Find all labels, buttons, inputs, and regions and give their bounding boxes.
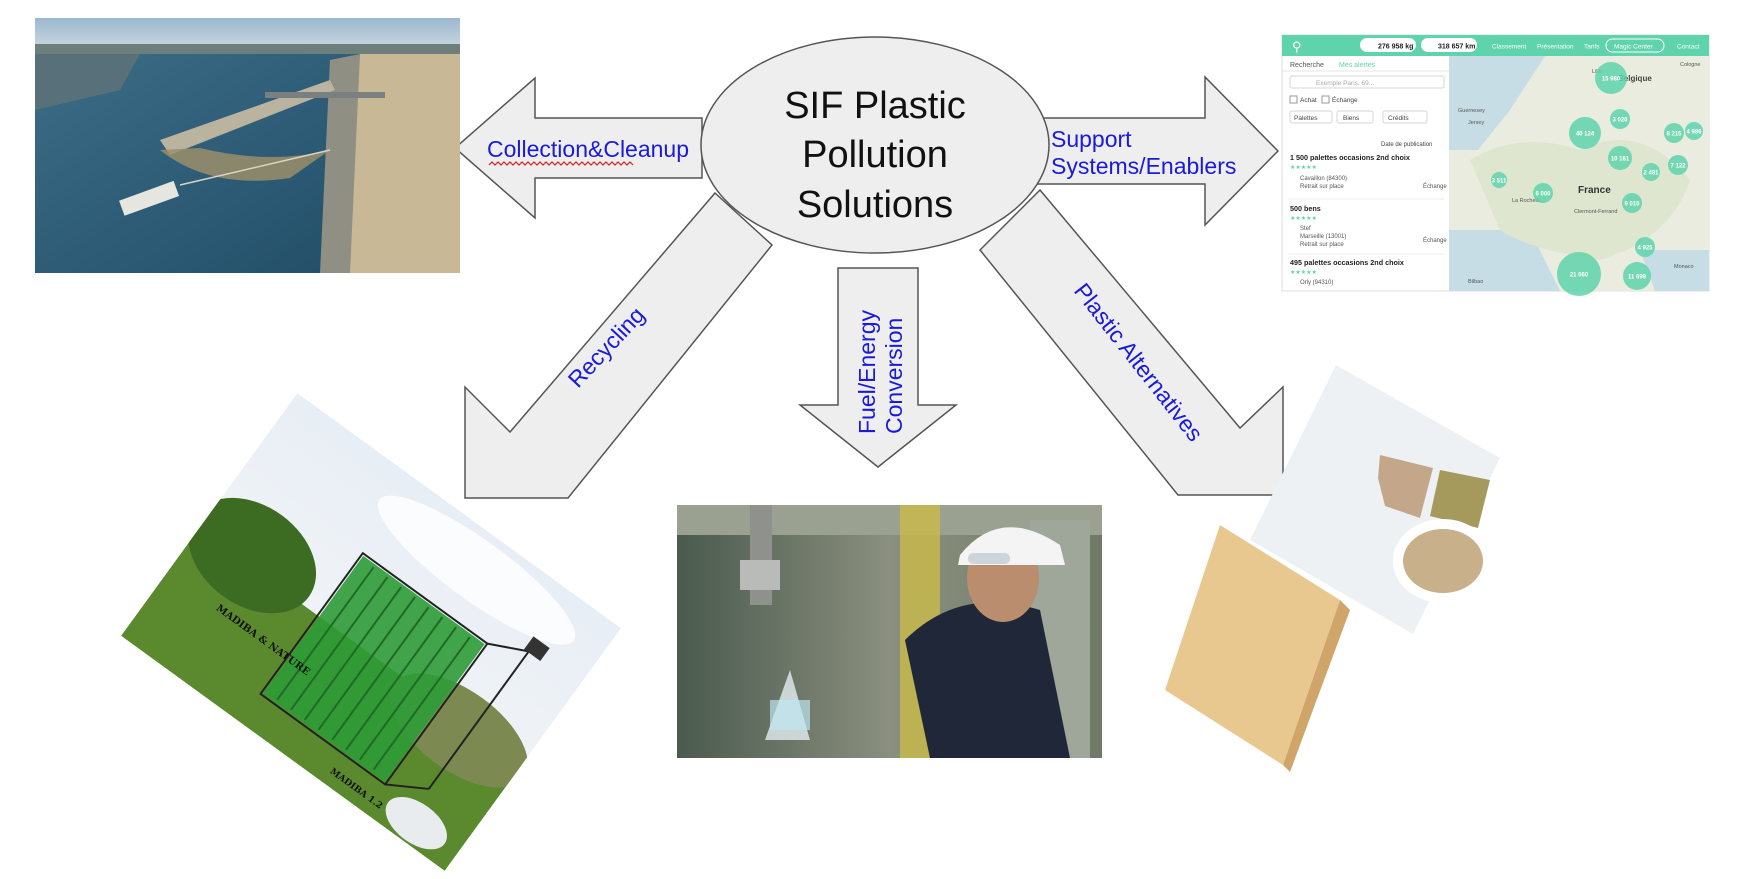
map-label-france: France	[1578, 185, 1611, 196]
listing-rating: ★★★★★	[1290, 215, 1317, 222]
site-logo-icon: ⚲	[1292, 39, 1302, 54]
map-cluster-marker[interactable]	[1623, 262, 1651, 290]
label-fuel-line-2: Conversion	[881, 318, 907, 434]
map-cluster-marker[interactable]	[1608, 146, 1632, 170]
listing-mode: Retrait sur place	[1300, 184, 1344, 190]
map-cluster-count: 6 000	[1535, 192, 1551, 198]
arrow-recycling	[464, 191, 774, 499]
hub-title-line-1: SIF Plastic	[784, 85, 966, 127]
listing-location: Marseille (13001)	[1300, 234, 1346, 240]
map-cluster-count: 21 060	[1570, 273, 1589, 279]
map-label-jersey: Jersey	[1468, 120, 1484, 126]
listing-action: Échange	[1423, 237, 1447, 244]
photo-bioplastic-sheets	[1165, 365, 1500, 772]
map-label-monaco: Monaco	[1674, 264, 1694, 270]
map-clusters: 15 980 40 124 21 060 11 699 10 181 8 215 7 122…	[1491, 62, 1703, 296]
map-cluster-count: 9 010	[1624, 202, 1640, 208]
arrow-support-systems	[1014, 75, 1280, 227]
list-item[interactable]: 1 500 palettes occasions 2nd choix ★★★★★…	[1290, 153, 1447, 190]
photo-lab-worker	[677, 505, 1102, 758]
site-checkbox-achat[interactable]	[1289, 95, 1298, 104]
map-cluster-count: 15 980	[1602, 77, 1621, 83]
map-cluster-count: 4 986	[1686, 130, 1702, 136]
label-fuel-line-1: Fuel/Energy	[854, 309, 880, 434]
site-search-input[interactable]	[1289, 75, 1445, 89]
site-filter-palettes-label: Palettes	[1294, 115, 1318, 122]
site-sort[interactable]: Date de publication	[1381, 142, 1432, 148]
listing-title: 500 bens	[1290, 204, 1321, 213]
map-cluster-marker[interactable]	[1491, 172, 1507, 188]
site-checkbox-echange-label: Échange	[1332, 95, 1358, 104]
map-cluster-count: 40 124	[1576, 132, 1595, 138]
site-filter-biens-label: Biens	[1343, 115, 1360, 122]
site-stat-distance: 318 657 km	[1438, 44, 1475, 51]
site-nav-classement[interactable]: Classement	[1492, 44, 1527, 51]
site-filter-credits[interactable]	[1382, 110, 1428, 124]
site-nav-presentation[interactable]: Présentation	[1537, 44, 1574, 51]
website-screenshot: ⚲ 276 958 kg 318 657 km Classement Prése…	[1281, 34, 1710, 296]
map-cluster-marker[interactable]	[1622, 193, 1642, 213]
site-checkbox-achat-label: Achat	[1300, 97, 1317, 104]
map-label-bilbao: Bilbao	[1468, 279, 1483, 285]
photo-bottle-cage: MADIBA & NATURE MADIBA 1.2	[121, 393, 621, 871]
arrow-collection-cleanup	[453, 76, 703, 220]
listing-title: 1 500 palettes occasions 2nd choix	[1290, 153, 1410, 162]
map-cluster-marker[interactable]	[1610, 109, 1630, 129]
map-cluster-marker[interactable]	[1533, 183, 1553, 203]
listing-location: Cavaillon (84300)	[1300, 176, 1347, 182]
map-label-cologne: Cologne	[1680, 62, 1701, 68]
label-support-line-1: Support	[1051, 126, 1132, 152]
map-cluster-marker[interactable]	[1664, 123, 1684, 143]
listing-mode: Retrait sur place	[1300, 242, 1344, 248]
map-cluster-marker[interactable]	[1685, 122, 1703, 140]
map-cluster-count: 10 181	[1611, 157, 1630, 163]
listing-title: 495 palettes occasions 2nd choix	[1290, 258, 1404, 267]
map-cluster-count: 7 122	[1670, 164, 1686, 170]
map-cluster-count: 3 020	[1612, 118, 1628, 124]
map-cluster-marker[interactable]	[1635, 237, 1655, 257]
photo-river-cleanup	[35, 18, 460, 273]
spellcheck-underline	[488, 161, 634, 166]
hub-title-line-2: Pollution	[802, 134, 948, 176]
site-tab-alertes[interactable]: Mes alertes	[1339, 62, 1376, 69]
label-support-line-2: Systems/Enablers	[1051, 153, 1236, 179]
map-cluster-count: 8 215	[1666, 132, 1682, 138]
site-filter-credits-label: Crédits	[1388, 115, 1409, 122]
list-item[interactable]: 500 bens ★★★★★ Stef Marseille (13001) Re…	[1290, 204, 1447, 248]
site-nav-magic-center[interactable]: Magic Center	[1614, 44, 1653, 51]
site-search-placeholder: Exemple Paris, 69...	[1316, 80, 1374, 87]
map-cluster-marker[interactable]	[1557, 252, 1601, 296]
map-cluster-marker[interactable]	[1569, 117, 1601, 149]
listing-location: Orly (94310)	[1300, 280, 1333, 286]
site-filter-biens[interactable]	[1336, 110, 1374, 124]
site-filter-palettes[interactable]	[1289, 110, 1333, 124]
map-cluster-marker[interactable]	[1642, 163, 1660, 181]
hub-title-line-3: Solutions	[797, 184, 953, 226]
map-cluster-marker[interactable]	[1668, 155, 1688, 175]
hub-ellipse	[700, 36, 1050, 254]
map-cluster-count: 2 481	[1643, 171, 1659, 177]
listing-rating: ★★★★★	[1290, 269, 1317, 276]
listing-owner: Stef	[1300, 226, 1311, 232]
site-tab-recherche[interactable]: Recherche	[1290, 62, 1324, 69]
map-cluster-count: 4 925	[1637, 246, 1653, 252]
listing-action: Échange	[1423, 183, 1447, 190]
site-nav-contact[interactable]: Contact	[1677, 44, 1700, 51]
label-collection-cleanup: Collection&Cleanup	[487, 136, 689, 162]
map-cluster-count: 3 511	[1492, 179, 1507, 185]
map-label-guernesey: Guernesey	[1458, 108, 1485, 114]
list-item[interactable]: 495 palettes occasions 2nd choix ★★★★★ O…	[1290, 258, 1404, 286]
map-label-belgique: Belgique	[1618, 74, 1652, 83]
map-label-clermont: Clermont-Ferrand	[1574, 209, 1617, 215]
listing-rating: ★★★★★	[1290, 164, 1317, 171]
site-stat-weight: 276 958 kg	[1378, 44, 1413, 51]
map-cluster-count: 11 699	[1628, 275, 1647, 281]
arrow-fuel-energy	[797, 267, 959, 468]
site-checkbox-echange[interactable]	[1321, 95, 1330, 104]
map-cluster-marker[interactable]	[1595, 62, 1627, 94]
map-label-la-rochelle: La Rochelle	[1512, 198, 1541, 204]
site-nav-tarifs[interactable]: Tarifs	[1584, 44, 1600, 51]
